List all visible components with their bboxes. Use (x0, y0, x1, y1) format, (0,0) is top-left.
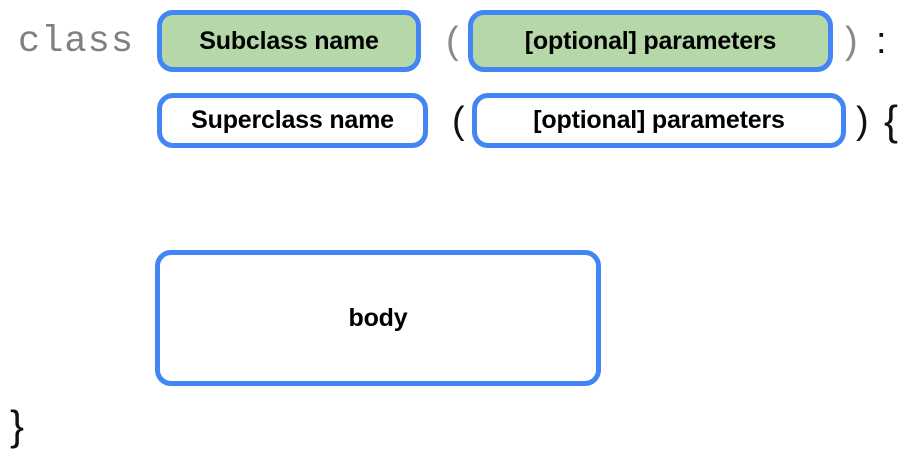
body-box[interactable]: body (155, 250, 601, 386)
subclass-parameters-box[interactable]: [optional] parameters (468, 10, 833, 72)
paren-open-row1: ( (446, 20, 459, 62)
colon-terminator: : (876, 20, 887, 62)
subclass-name-label: Subclass name (199, 26, 379, 55)
superclass-parameters-label: [optional] parameters (533, 106, 785, 134)
body-label: body (348, 303, 408, 332)
brace-close: } (10, 402, 25, 449)
superclass-parameters-box[interactable]: [optional] parameters (472, 93, 846, 148)
superclass-name-box[interactable]: Superclass name (157, 93, 428, 148)
subclass-parameters-label: [optional] parameters (524, 26, 777, 55)
superclass-name-label: Superclass name (191, 106, 394, 134)
keyword-class: class (18, 21, 135, 63)
paren-close-row2: ) (856, 100, 869, 142)
paren-open-row2: ( (452, 100, 465, 142)
brace-open: { (884, 97, 899, 144)
subclass-name-box[interactable]: Subclass name (157, 10, 421, 72)
paren-close-row1: ) (845, 20, 858, 62)
